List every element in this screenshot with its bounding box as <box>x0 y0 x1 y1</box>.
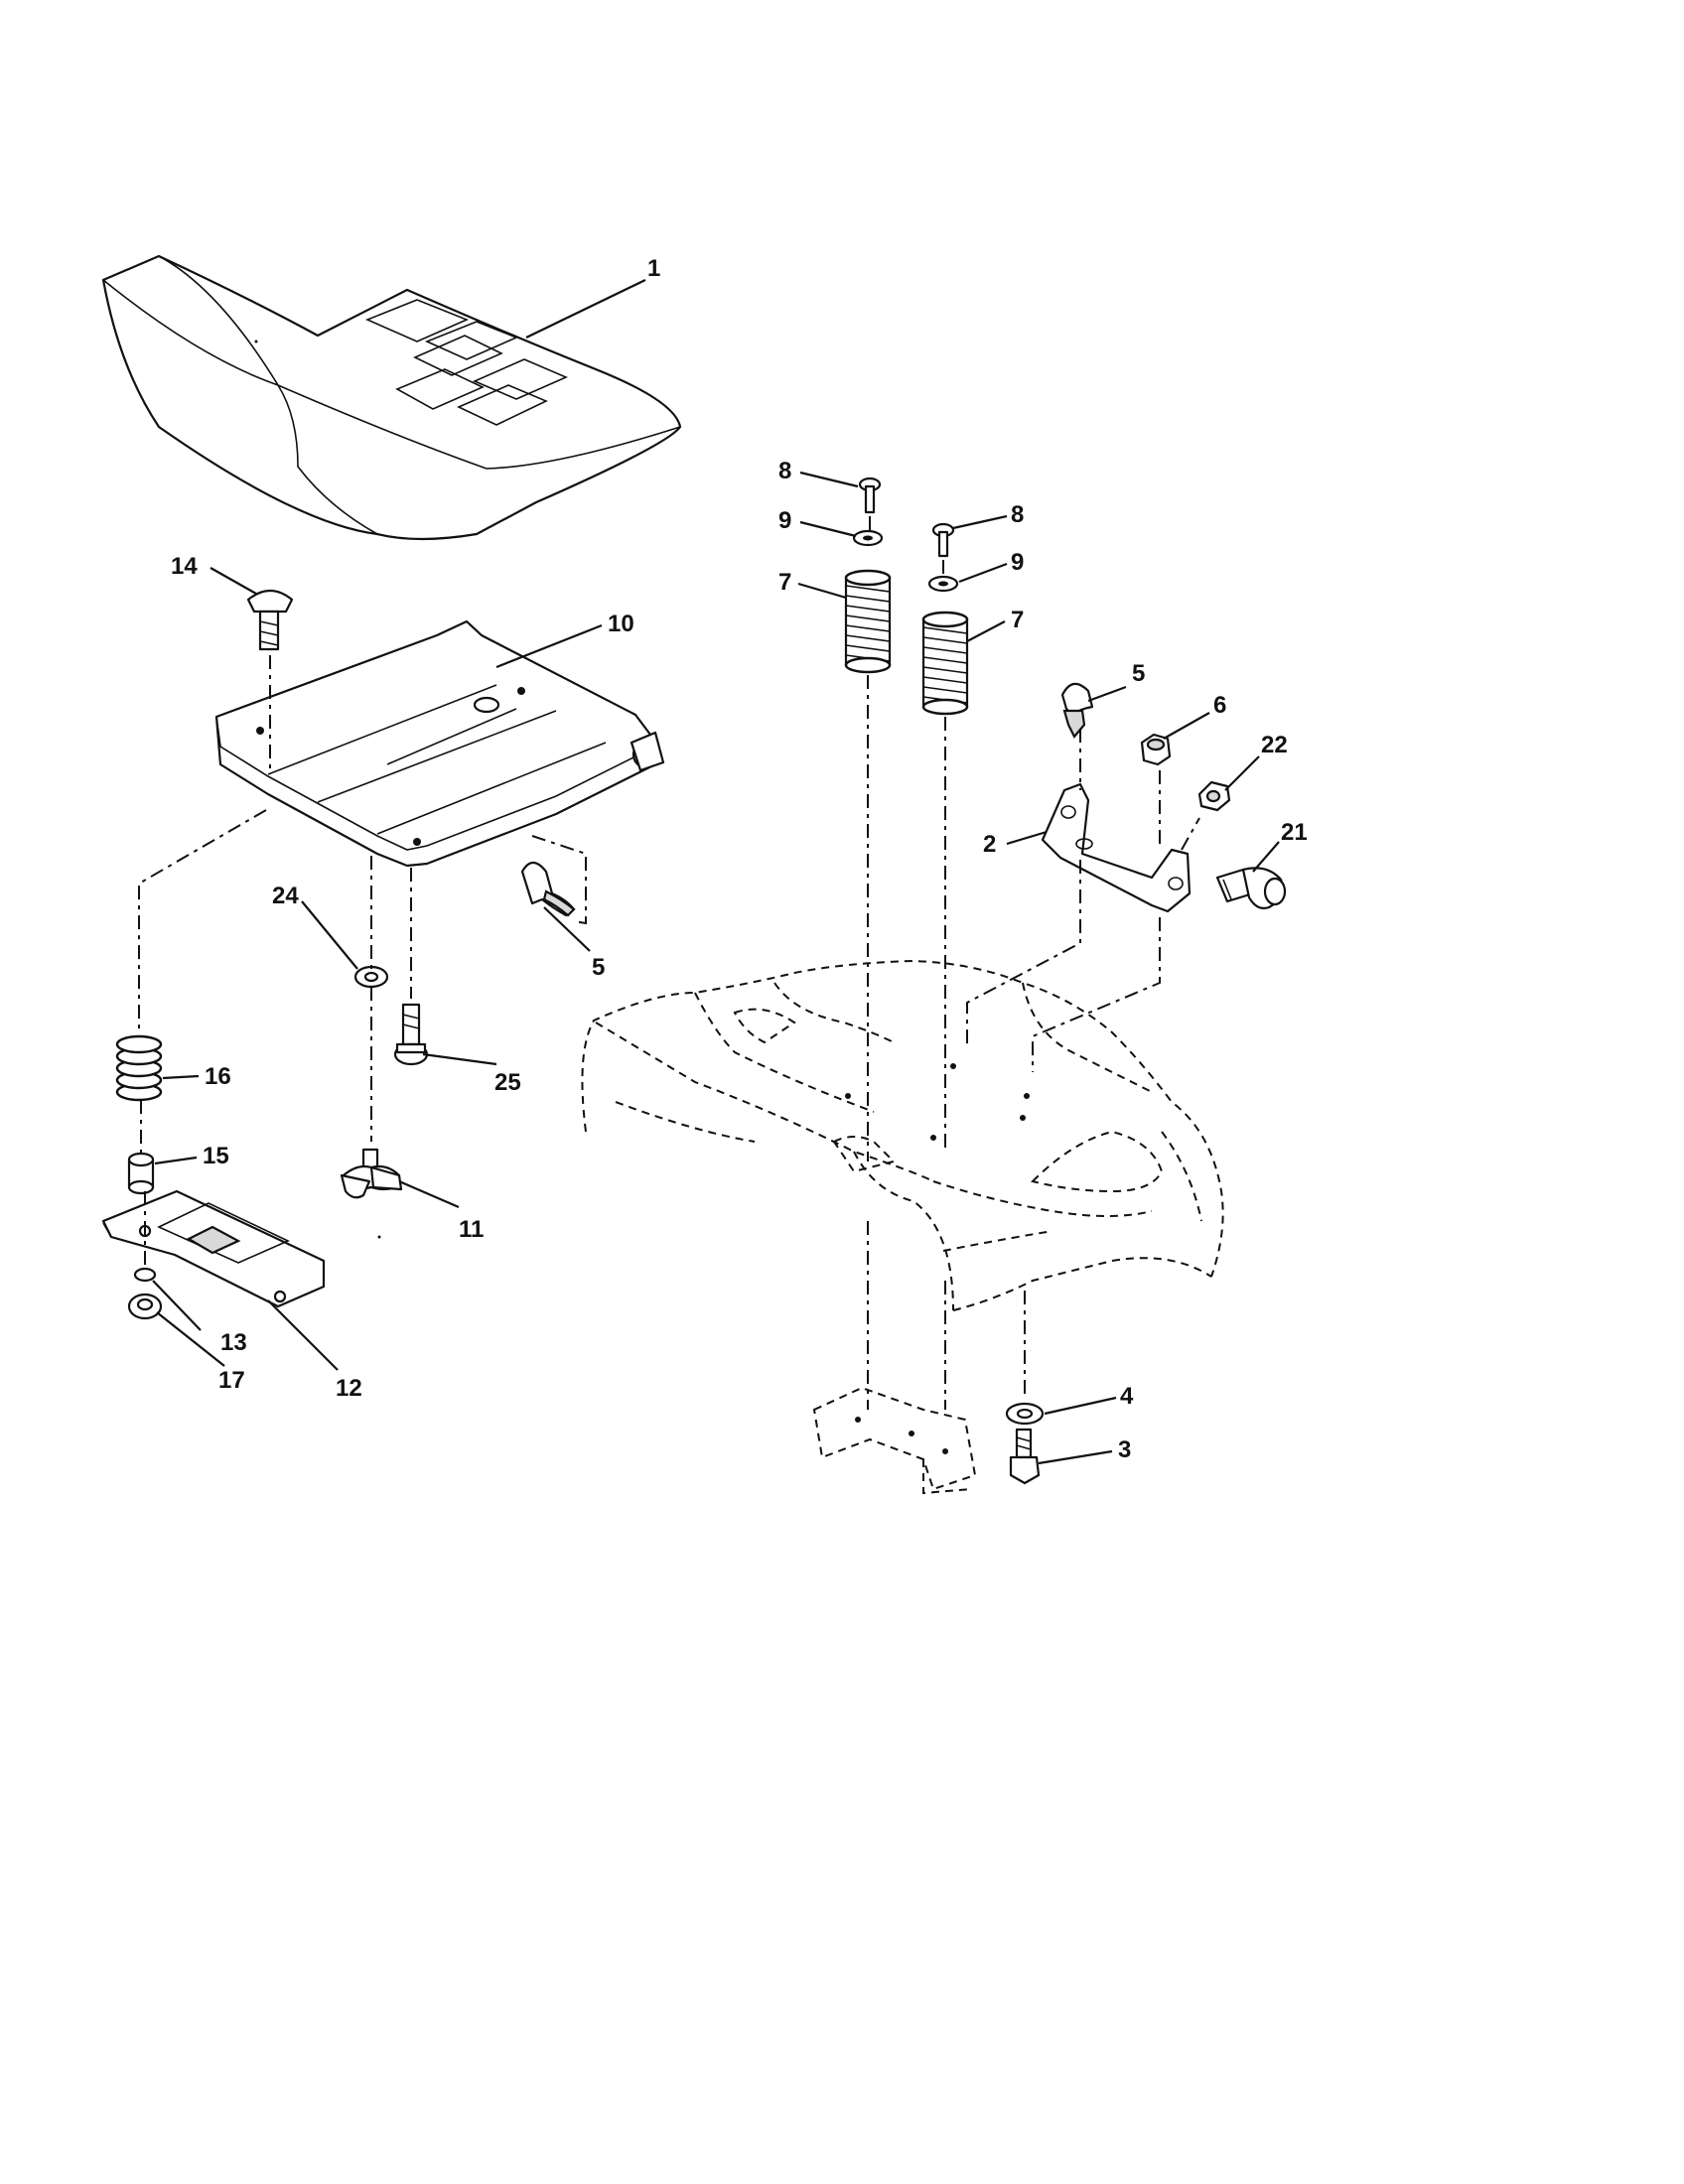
seat-clip-right <box>1060 682 1094 739</box>
spring-7-right <box>921 611 969 716</box>
hex-nut-6 <box>1140 733 1172 766</box>
shoulder-bolt-21 <box>1215 867 1287 909</box>
callout-1: 1 <box>647 255 660 282</box>
callout-7-left: 7 <box>778 569 791 596</box>
callout-15: 15 <box>203 1143 229 1169</box>
callout-24: 24 <box>272 883 299 909</box>
fender-chassis <box>581 959 1224 1311</box>
callout-17: 17 <box>218 1367 245 1394</box>
callout-2: 2 <box>983 831 996 858</box>
alignment-lines <box>138 516 1200 1410</box>
callout-10: 10 <box>608 611 634 637</box>
slide-plate <box>101 1189 326 1308</box>
lower-mount-bracket <box>812 1386 977 1495</box>
spring-7-left <box>844 569 892 674</box>
callout-22: 22 <box>1261 732 1288 758</box>
carriage-bolt <box>246 589 294 651</box>
callout-9-right: 9 <box>1011 549 1024 576</box>
stray-dot <box>254 340 258 343</box>
callout-3: 3 <box>1118 1436 1131 1463</box>
callout-6: 6 <box>1213 692 1226 719</box>
seat <box>101 254 682 541</box>
hex-bolt-3 <box>1009 1428 1041 1485</box>
callout-11: 11 <box>459 1216 484 1243</box>
callout-5-left: 5 <box>592 954 605 981</box>
washer-9-left <box>852 529 884 547</box>
stray-dot <box>377 1235 381 1239</box>
shoulder-bolt <box>393 1003 429 1066</box>
callout-8-right: 8 <box>1011 501 1024 528</box>
callout-25: 25 <box>494 1069 521 1096</box>
pivot-bracket <box>1041 782 1192 913</box>
callout-7-right: 7 <box>1011 607 1024 633</box>
callout-labels: 1 10 14 8 9 7 8 9 7 5 6 22 21 2 5 24 25 … <box>171 255 1308 1463</box>
spring-16 <box>115 1034 163 1102</box>
adjustment-knob <box>340 1148 403 1199</box>
callout-21: 21 <box>1281 819 1308 846</box>
callout-8-left: 8 <box>778 458 791 484</box>
callout-13: 13 <box>220 1329 247 1356</box>
screw-8-right <box>931 522 955 558</box>
screw-8-left <box>858 477 882 514</box>
callout-9-left: 9 <box>778 507 791 534</box>
nut-17 <box>127 1293 163 1320</box>
leader-lines <box>152 279 1280 1465</box>
callout-14: 14 <box>171 553 198 580</box>
callout-4: 4 <box>1120 1383 1134 1410</box>
spacer-15 <box>127 1152 155 1195</box>
callout-16: 16 <box>205 1063 231 1090</box>
nut-22 <box>1197 780 1231 812</box>
seat-pan <box>214 619 665 868</box>
washer-4 <box>1005 1402 1045 1426</box>
washer-13 <box>133 1267 157 1283</box>
washer-9-right <box>927 575 959 593</box>
callout-5-right: 5 <box>1132 660 1145 687</box>
callout-12: 12 <box>336 1375 362 1402</box>
seat-clip-left <box>520 861 576 917</box>
washer-24 <box>353 965 389 989</box>
